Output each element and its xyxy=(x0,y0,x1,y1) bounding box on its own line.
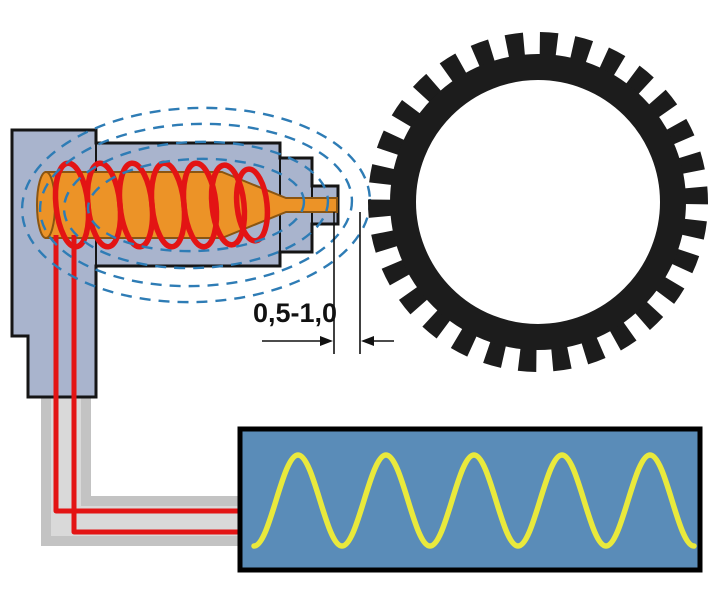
dim-arrowhead-left xyxy=(320,336,333,346)
tone-wheel-ring xyxy=(390,54,686,350)
field-line xyxy=(62,140,330,270)
dim-arrowhead-right xyxy=(361,336,374,346)
field-line xyxy=(20,106,372,304)
gap-label: 0,5-1,0 xyxy=(253,298,337,328)
air-gap-dimension: 0,5-1,0 xyxy=(253,212,394,354)
signal-wave xyxy=(251,452,697,549)
tone-wheel-teeth xyxy=(368,32,708,372)
wire-2 xyxy=(71,235,244,535)
cable-conduit xyxy=(41,394,242,546)
oscilloscope-screen xyxy=(237,426,703,573)
coil-turn xyxy=(208,162,248,248)
field-line xyxy=(86,157,306,253)
sensor-cable xyxy=(41,394,242,546)
wire-1 xyxy=(53,235,244,514)
sensor-wires xyxy=(53,235,244,535)
magnetic-field-lines-icon xyxy=(20,106,372,304)
cable-conduit-inner xyxy=(51,396,242,536)
coil-turn xyxy=(180,160,220,250)
field-line xyxy=(38,122,354,288)
tone-wheel xyxy=(368,32,708,372)
oscilloscope xyxy=(237,426,703,573)
